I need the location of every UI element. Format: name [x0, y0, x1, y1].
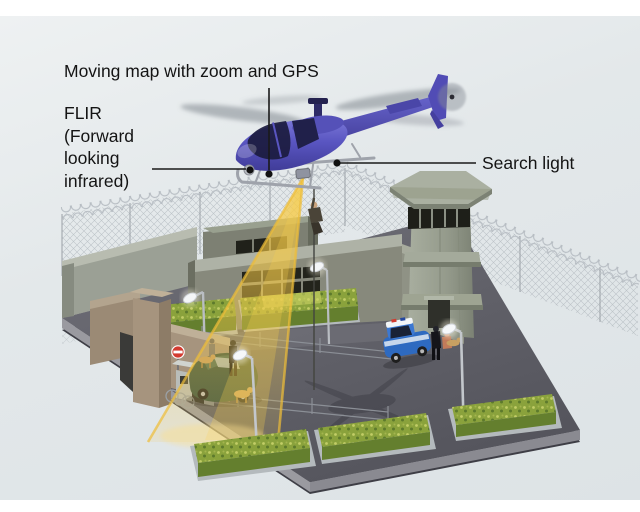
tail-fin [428, 74, 448, 121]
street-lamp-back-mid [308, 258, 331, 345]
officer-at-car [431, 326, 441, 360]
hedge-front-right [448, 394, 562, 441]
cabin-window [292, 118, 319, 149]
label-search-light: Search light [482, 153, 575, 173]
hedge-front-left [190, 429, 316, 481]
watchtower [390, 171, 492, 338]
leader-lines [152, 88, 476, 170]
hedge-front-mid [314, 413, 436, 464]
leader-dots [246, 159, 341, 178]
horizontal-stabilizer [386, 98, 422, 114]
rappelling-officer [308, 197, 323, 235]
helicopter-shadow [304, 368, 420, 440]
helicopter [180, 74, 466, 190]
police-car-blue [383, 317, 439, 369]
tail-rotor [438, 83, 466, 111]
label-flir: FLIR (Forward looking infrared) [64, 103, 135, 191]
perimeter-wall [62, 227, 197, 318]
searchlight-unit [295, 167, 311, 180]
searchlight-beam [146, 177, 305, 448]
label-moving-map: Moving map with zoom and GPS [64, 61, 319, 81]
